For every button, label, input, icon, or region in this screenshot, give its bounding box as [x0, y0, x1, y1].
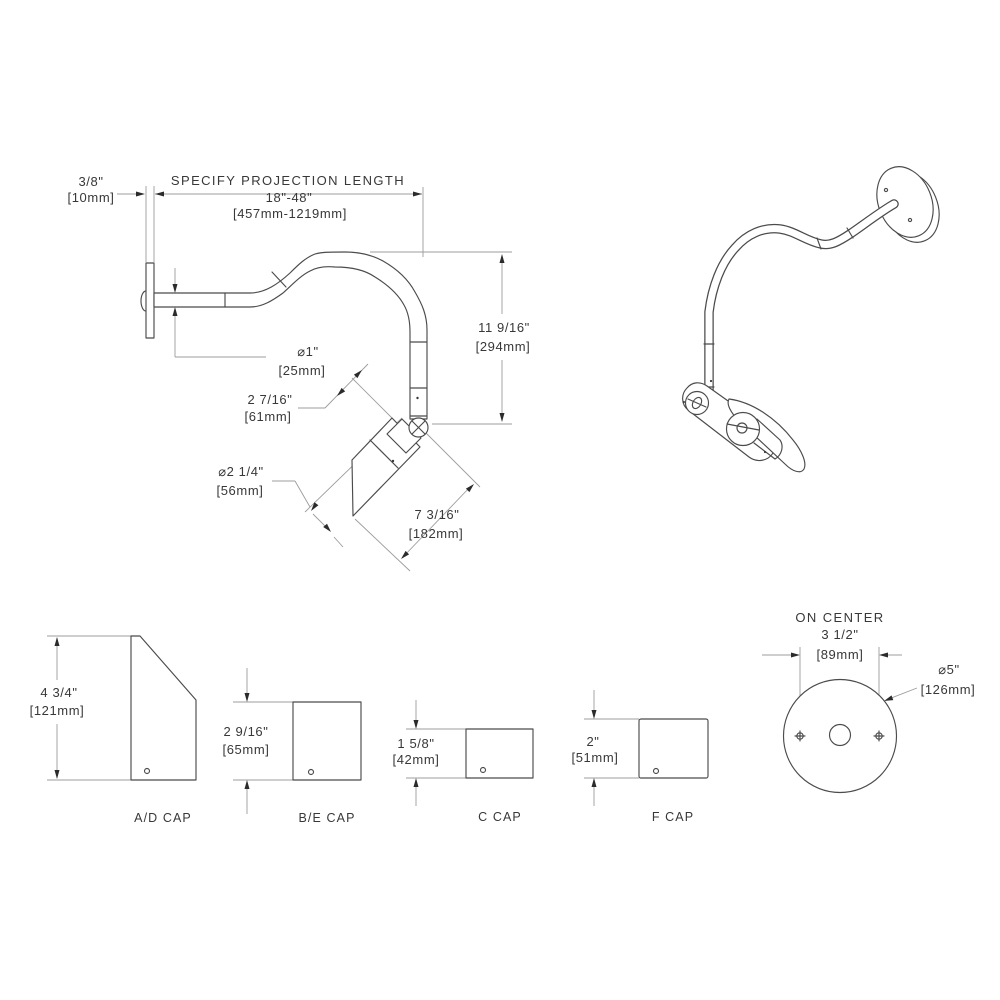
projection-title: SPECIFY PROJECTION LENGTH	[171, 173, 405, 188]
cap-c-height-in: 1 5/8"	[397, 736, 434, 751]
cap-be-label: B/E CAP	[298, 811, 355, 825]
cap-ad: 4 3/4" [121mm] A/D CAP	[30, 635, 197, 825]
drop-height-mm-label: [294mm]	[476, 339, 531, 354]
cap-ad-height-in: 4 3/4"	[40, 685, 77, 700]
plate-diameter-mm: [126mm]	[921, 682, 976, 697]
cap-c-height-mm: [42mm]	[393, 752, 440, 767]
head-diameter-mm-label: [56mm]	[217, 483, 264, 498]
side-view-arrowheads	[136, 191, 505, 559]
cap-f-height-mm: [51mm]	[572, 750, 619, 765]
cap-be-height-mm: [65mm]	[223, 742, 270, 757]
iso-head	[682, 382, 806, 473]
cap-be: 2 9/16" [65mm] B/E CAP	[223, 668, 362, 825]
cap-ad-height-mm: [121mm]	[30, 703, 85, 718]
head-width-in-label: 2 7/16"	[248, 392, 293, 407]
arm-diameter-in-label: ⌀1"	[297, 344, 318, 359]
cap-f-height-in: 2"	[586, 734, 599, 749]
iso-view	[682, 166, 940, 473]
plate-center-hole	[828, 723, 852, 747]
cap-c: 1 5/8" [42mm] C CAP	[393, 700, 534, 824]
mounting-plate-view: ON CENTER 3 1/2" [89mm] ⌀5" [126mm]	[762, 610, 976, 794]
head-length-mm-label: [182mm]	[409, 526, 464, 541]
side-view: 3/8" [10mm] SPECIFY PROJECTION LENGTH 18…	[68, 173, 531, 572]
lamp-head	[351, 417, 422, 517]
head-length-in-label: 7 3/16"	[415, 507, 460, 522]
cap-c-label: C CAP	[478, 810, 522, 824]
cap-ad-label: A/D CAP	[134, 811, 192, 825]
arm-diameter-mm-label: [25mm]	[279, 363, 326, 378]
plate-screw-holes	[794, 730, 885, 742]
plate-on-center-title: ON CENTER	[795, 610, 884, 625]
plate-outline	[782, 678, 898, 794]
cap-f-label: F CAP	[652, 810, 694, 824]
iso-wall-plate	[876, 166, 934, 238]
gooseneck-arm	[140, 251, 429, 438]
cap-f: 2" [51mm] F CAP	[572, 690, 709, 824]
projection-range-mm-label: [457mm-1219mm]	[233, 206, 347, 221]
plate-diameter-in: ⌀5"	[938, 662, 959, 677]
cap-be-height-in: 2 9/16"	[224, 724, 269, 739]
iso-tube-outline	[704, 199, 899, 397]
projection-range-in-label: 18"-48"	[266, 190, 313, 205]
iso-lamp-face	[725, 411, 761, 447]
head-width-mm-label: [61mm]	[245, 409, 292, 424]
head-diameter-in-label: ⌀2 1/4"	[218, 464, 264, 479]
plate-hole-spacing-in: 3 1/2"	[821, 627, 858, 642]
plate-thickness-in-label: 3/8"	[78, 174, 103, 189]
drop-height-in-label: 11 9/16"	[478, 320, 530, 335]
iso-tube-fill	[705, 200, 898, 396]
plate-hole-spacing-mm: [89mm]	[817, 647, 864, 662]
plate-thickness-mm-label: [10mm]	[68, 190, 115, 205]
cap-profiles: 4 3/4" [121mm] A/D CAP 2 9/16" [65mm] B/…	[30, 635, 709, 825]
